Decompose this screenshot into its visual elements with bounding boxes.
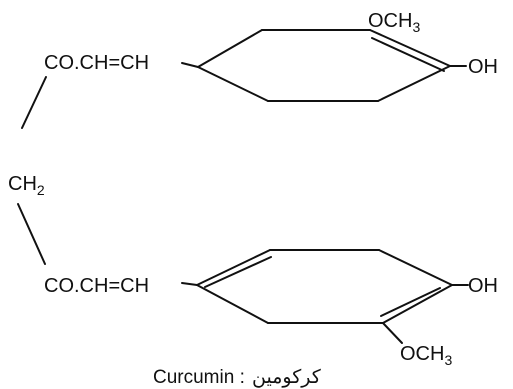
ch2-to-bottom-co-bond xyxy=(17,203,46,265)
top-ring-lower-left-bond xyxy=(197,66,269,102)
bottom-ring-upper-left-double-bond xyxy=(204,256,272,288)
bottom-ring-lower-left-bond xyxy=(196,284,269,324)
ch2-label: CH2 xyxy=(8,173,45,198)
bottom-methoxy-label: OCH3 xyxy=(400,343,452,368)
bottom-vinyl-to-ring-bond xyxy=(181,282,198,286)
bottom-methoxy-bond xyxy=(382,322,403,344)
top-co-to-ch2-bond xyxy=(21,76,47,129)
top-linker-label: CO.CH=CH xyxy=(44,52,149,74)
top-methoxy-label: OCH3 xyxy=(368,10,420,35)
bottom-ring-lower-right-double-bond xyxy=(380,287,441,317)
bottom-linker-label: CO.CH=CH xyxy=(44,275,149,297)
top-ring-upper-right-bond xyxy=(369,29,451,67)
top-vinyl-to-ring-bond xyxy=(181,62,199,68)
top-ring-lower-right-bond xyxy=(377,65,451,102)
bottom-ring-lower-right-bond xyxy=(382,284,453,324)
bottom-ring xyxy=(181,249,469,344)
top-ring xyxy=(181,29,467,102)
caption-urdu: کرکومین xyxy=(252,366,322,388)
bottom-ring-upper-right-bond xyxy=(378,249,453,286)
bottom-hydroxyl-label: OH xyxy=(468,275,498,297)
bottom-ring-upper-left-bond xyxy=(196,249,271,286)
caption-latin: Curcumin : xyxy=(153,367,245,388)
top-hydroxyl-label: OH xyxy=(468,56,498,78)
top-ring-upper-left-bond xyxy=(197,29,263,68)
top-ring-upper-right-double-bond xyxy=(371,37,445,72)
